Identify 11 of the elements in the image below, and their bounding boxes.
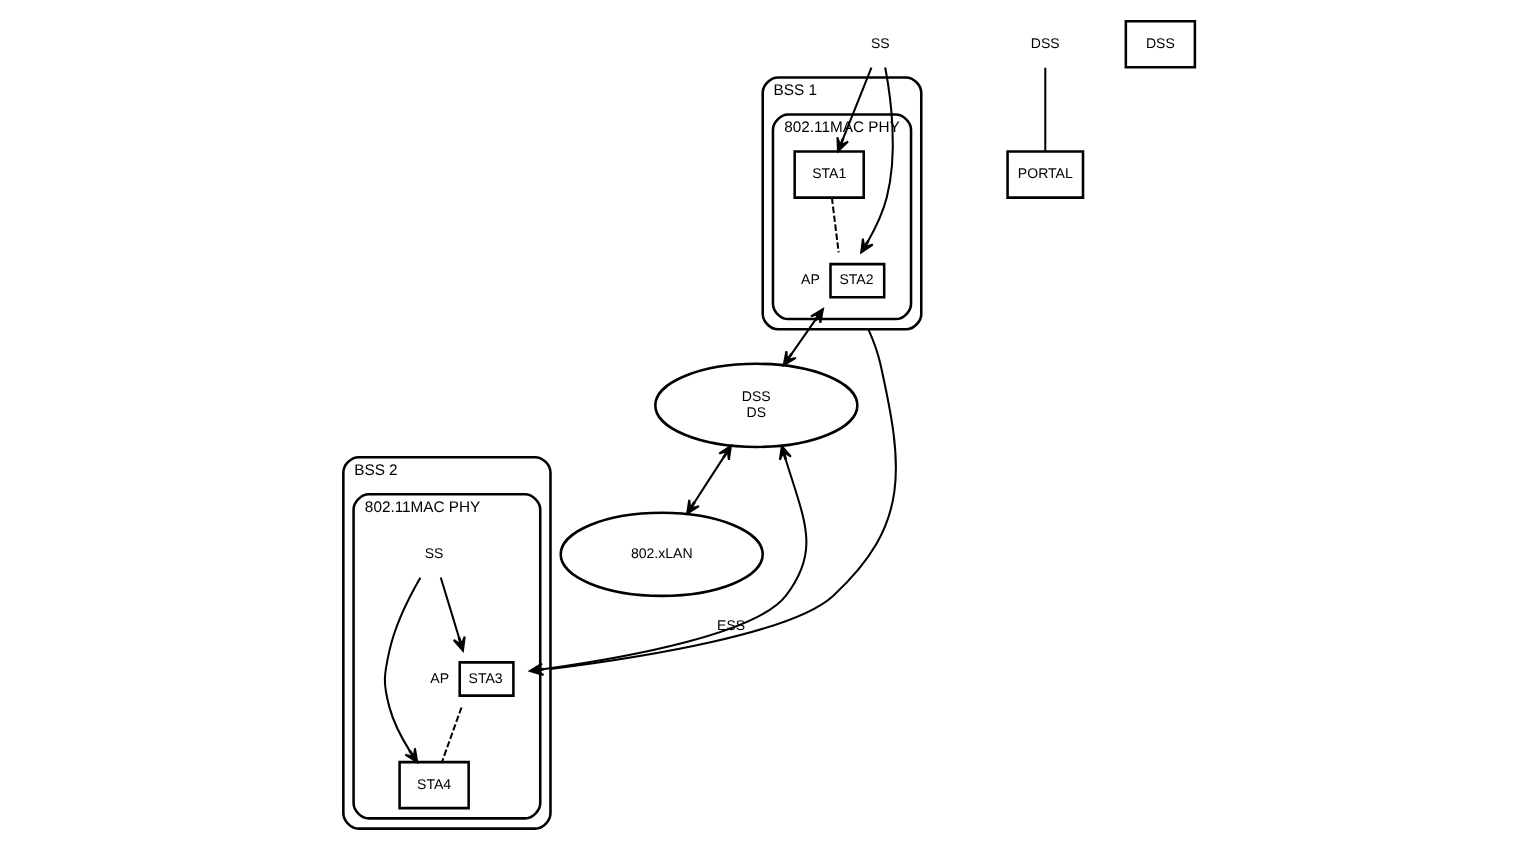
arrow — [835, 67, 872, 153]
arrow — [382, 577, 421, 764]
connector — [829, 197, 839, 253]
arrow — [685, 444, 731, 515]
arrow — [438, 577, 465, 652]
connector — [1043, 67, 1046, 152]
connector — [439, 707, 462, 763]
connector — [549, 328, 896, 671]
arrow — [781, 308, 823, 367]
arrow — [528, 445, 807, 676]
arrow — [859, 67, 893, 254]
